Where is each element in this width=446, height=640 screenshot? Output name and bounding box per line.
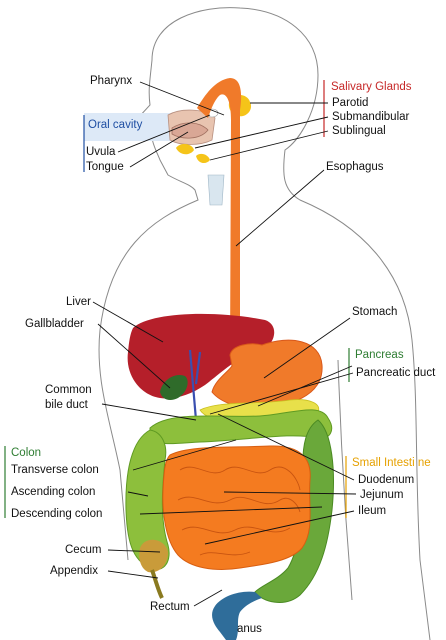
appendix-shape xyxy=(150,569,164,599)
label-descending-colon: Descending colon xyxy=(11,508,102,520)
label-ascending-colon: Ascending colon xyxy=(11,486,95,498)
small-intestine-title: Small Intesti ne xyxy=(352,457,431,469)
label-submandibular: Submandibular xyxy=(332,111,410,123)
sublingual-gland xyxy=(196,153,210,164)
label-duodenum: Duodenum xyxy=(358,474,414,486)
label-parotid: Parotid xyxy=(332,97,368,109)
label-cecum: Cecum xyxy=(65,544,101,556)
colon-title: Colon xyxy=(11,447,41,459)
trachea xyxy=(207,174,225,206)
pancreas-title: Pancreas xyxy=(355,349,404,361)
label-pancreatic-duct: Pancreatic duct xyxy=(356,367,436,379)
label-sublingual: Sublingual xyxy=(332,125,386,137)
oral-cavity-title: Oral cavity xyxy=(88,119,143,131)
label-stomach: Stomach xyxy=(352,306,397,318)
label-tongue: Tongue xyxy=(86,161,124,173)
label-transverse-colon: Transverse colon xyxy=(11,464,99,476)
rectum xyxy=(212,591,262,640)
oral-cavity-box xyxy=(83,113,184,172)
bile-ducts xyxy=(188,349,202,421)
label-uvula: Uvula xyxy=(86,146,116,158)
label-anus: anus xyxy=(237,623,262,635)
transverse-colon-shape xyxy=(149,409,333,445)
salivary-glands-title: Salivary Glands xyxy=(331,81,412,93)
label-common-bile-duct-1: Common xyxy=(45,384,92,396)
ascending-colon-shape xyxy=(125,429,170,570)
label-pharynx: Pharynx xyxy=(90,75,132,87)
label-ileum: Ileum xyxy=(358,505,386,517)
liver xyxy=(127,313,275,399)
submandibular-gland xyxy=(176,144,194,155)
label-esophagus: Esophagus xyxy=(326,161,384,173)
label-gallbladder: Gallbladder xyxy=(25,318,84,330)
colon xyxy=(125,409,334,603)
label-appendix: Appendix xyxy=(50,565,98,577)
cecum-shape xyxy=(139,539,168,573)
label-common-bile-duct-2: bile duct xyxy=(45,399,89,411)
label-jejunum: Jejunum xyxy=(360,489,403,501)
small-intestine xyxy=(162,445,311,570)
gallbladder xyxy=(160,374,188,400)
label-liver: Liver xyxy=(66,296,91,308)
label-rectum: Rectum xyxy=(150,601,190,613)
